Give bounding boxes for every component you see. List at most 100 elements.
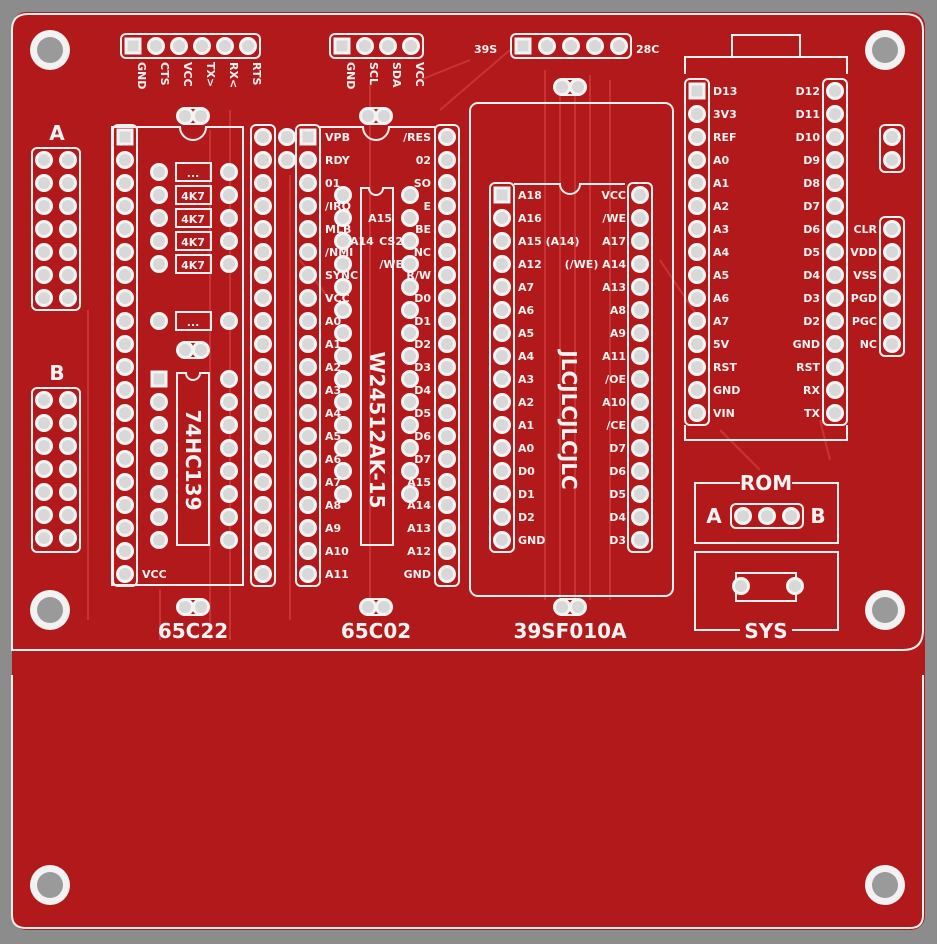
arduino-pin-label: A4: [713, 246, 730, 259]
pin-pad: [35, 289, 53, 307]
pin-pad: [59, 506, 77, 524]
pin-pad: [631, 439, 649, 457]
arduino-pin-label: GND: [793, 338, 820, 351]
via-65c22-label: 65C22: [158, 619, 228, 643]
round-pad: [278, 128, 296, 146]
i2c-pin-label: GND: [344, 62, 357, 89]
pin-pad: [116, 358, 134, 376]
pin-pad: [688, 335, 706, 353]
pin-header-outline: [250, 124, 276, 587]
pin-pad: [116, 381, 134, 399]
via-socket-outline: [111, 126, 244, 586]
vcc-label: VCC: [142, 568, 167, 581]
pin-pad: [59, 529, 77, 547]
copper-trace: [419, 59, 471, 81]
pin-pad: [631, 324, 649, 342]
pin-pad: [631, 370, 649, 388]
pin-pad: [59, 174, 77, 192]
resistor-value: ...: [187, 167, 200, 180]
pin-pad: [688, 289, 706, 307]
sram-chip-outline: [360, 187, 394, 546]
pin-pad: [438, 404, 456, 422]
rom-select-39s-label: 39S: [474, 43, 497, 56]
pin-pad: [493, 462, 511, 480]
round-pad: [220, 416, 238, 434]
round-pad: [334, 324, 352, 342]
pin-pad: [147, 37, 165, 55]
pin-pad: [493, 324, 511, 342]
pin-pad: [438, 496, 456, 514]
pin-pad: [782, 507, 800, 525]
arduino-pin-label: D3: [803, 292, 820, 305]
sys-switch-title: SYS: [744, 619, 787, 643]
pin-pad: [734, 507, 752, 525]
round-pad: [334, 255, 352, 273]
pin-pad: [493, 278, 511, 296]
arduino-pin-label: RX: [803, 384, 820, 397]
arduino-pin-label: A3: [713, 223, 729, 236]
pin-header-outline: [329, 33, 424, 59]
pin-pad: [493, 416, 511, 434]
pin-pad: [254, 289, 272, 307]
cpu-socket-notch: [318, 126, 435, 141]
round-pad: [220, 370, 238, 388]
pin-pad: [299, 358, 317, 376]
pin-pad: [116, 404, 134, 422]
cpu-pin-label: A12: [407, 545, 431, 558]
arduino-pin-label: D10: [796, 131, 821, 144]
pin-pad: [116, 151, 134, 169]
pin-header-outline: [627, 182, 653, 553]
copper-trace: [659, 259, 701, 321]
pin-pad: [883, 128, 901, 146]
resistor-value: 4K7: [181, 213, 205, 226]
pin-pad: [631, 301, 649, 319]
pin-pad: [59, 151, 77, 169]
round-pad: [220, 255, 238, 273]
pin-pad: [35, 266, 53, 284]
arduino-pin-label: RST: [796, 361, 820, 374]
pin-pad: [254, 174, 272, 192]
round-pad: [150, 163, 168, 181]
round-pad: [150, 531, 168, 549]
i2c-pin-label: SCL: [367, 62, 380, 85]
icsp-pin-label: PGC: [852, 315, 877, 328]
round-pad: [150, 416, 168, 434]
pin-pad: [356, 37, 374, 55]
pin-pad: [254, 312, 272, 330]
round-pad: [334, 393, 352, 411]
pin-header-outline: [112, 124, 138, 587]
cpu-pin-label: A11: [325, 568, 349, 581]
rom-jumper-b-label: B: [810, 504, 825, 528]
pin-pad: [826, 266, 844, 284]
pin-pad: [116, 450, 134, 468]
pin-pad: [493, 255, 511, 273]
serial-pin-label: CTS: [158, 62, 171, 86]
cpu-pin-label: D6: [414, 430, 431, 443]
arduino-pin-label: D11: [796, 108, 820, 121]
pin-pad: [826, 82, 844, 100]
rom-pin-label: A9: [610, 327, 626, 340]
pin-pad: [35, 174, 53, 192]
arduino-pin-label: A7: [713, 315, 729, 328]
cpu-pin-label: VPB: [325, 131, 350, 144]
arduino-outline-bottom: [684, 425, 848, 441]
pin-pad: [883, 220, 901, 238]
pin-pad: [826, 151, 844, 169]
capacitor-pad: [553, 598, 571, 616]
cpu-pin-label: A0: [325, 315, 342, 328]
arduino-usb-outline: [731, 34, 801, 57]
pin-pad: [493, 186, 511, 204]
pin-pad: [826, 381, 844, 399]
switch-pad: [732, 577, 750, 595]
arduino-pin-label: D6: [803, 223, 820, 236]
pin-header-outline: [879, 124, 905, 173]
round-pad: [150, 255, 168, 273]
mounting-hole: [872, 597, 898, 623]
round-pad: [334, 209, 352, 227]
resistor-outline: [175, 208, 212, 228]
rom-pin-label: A6: [518, 304, 535, 317]
capacitor-pad: [176, 341, 194, 359]
rom-pin-label: /CE: [606, 419, 626, 432]
pin-pad: [116, 473, 134, 491]
pin-pad: [631, 186, 649, 204]
